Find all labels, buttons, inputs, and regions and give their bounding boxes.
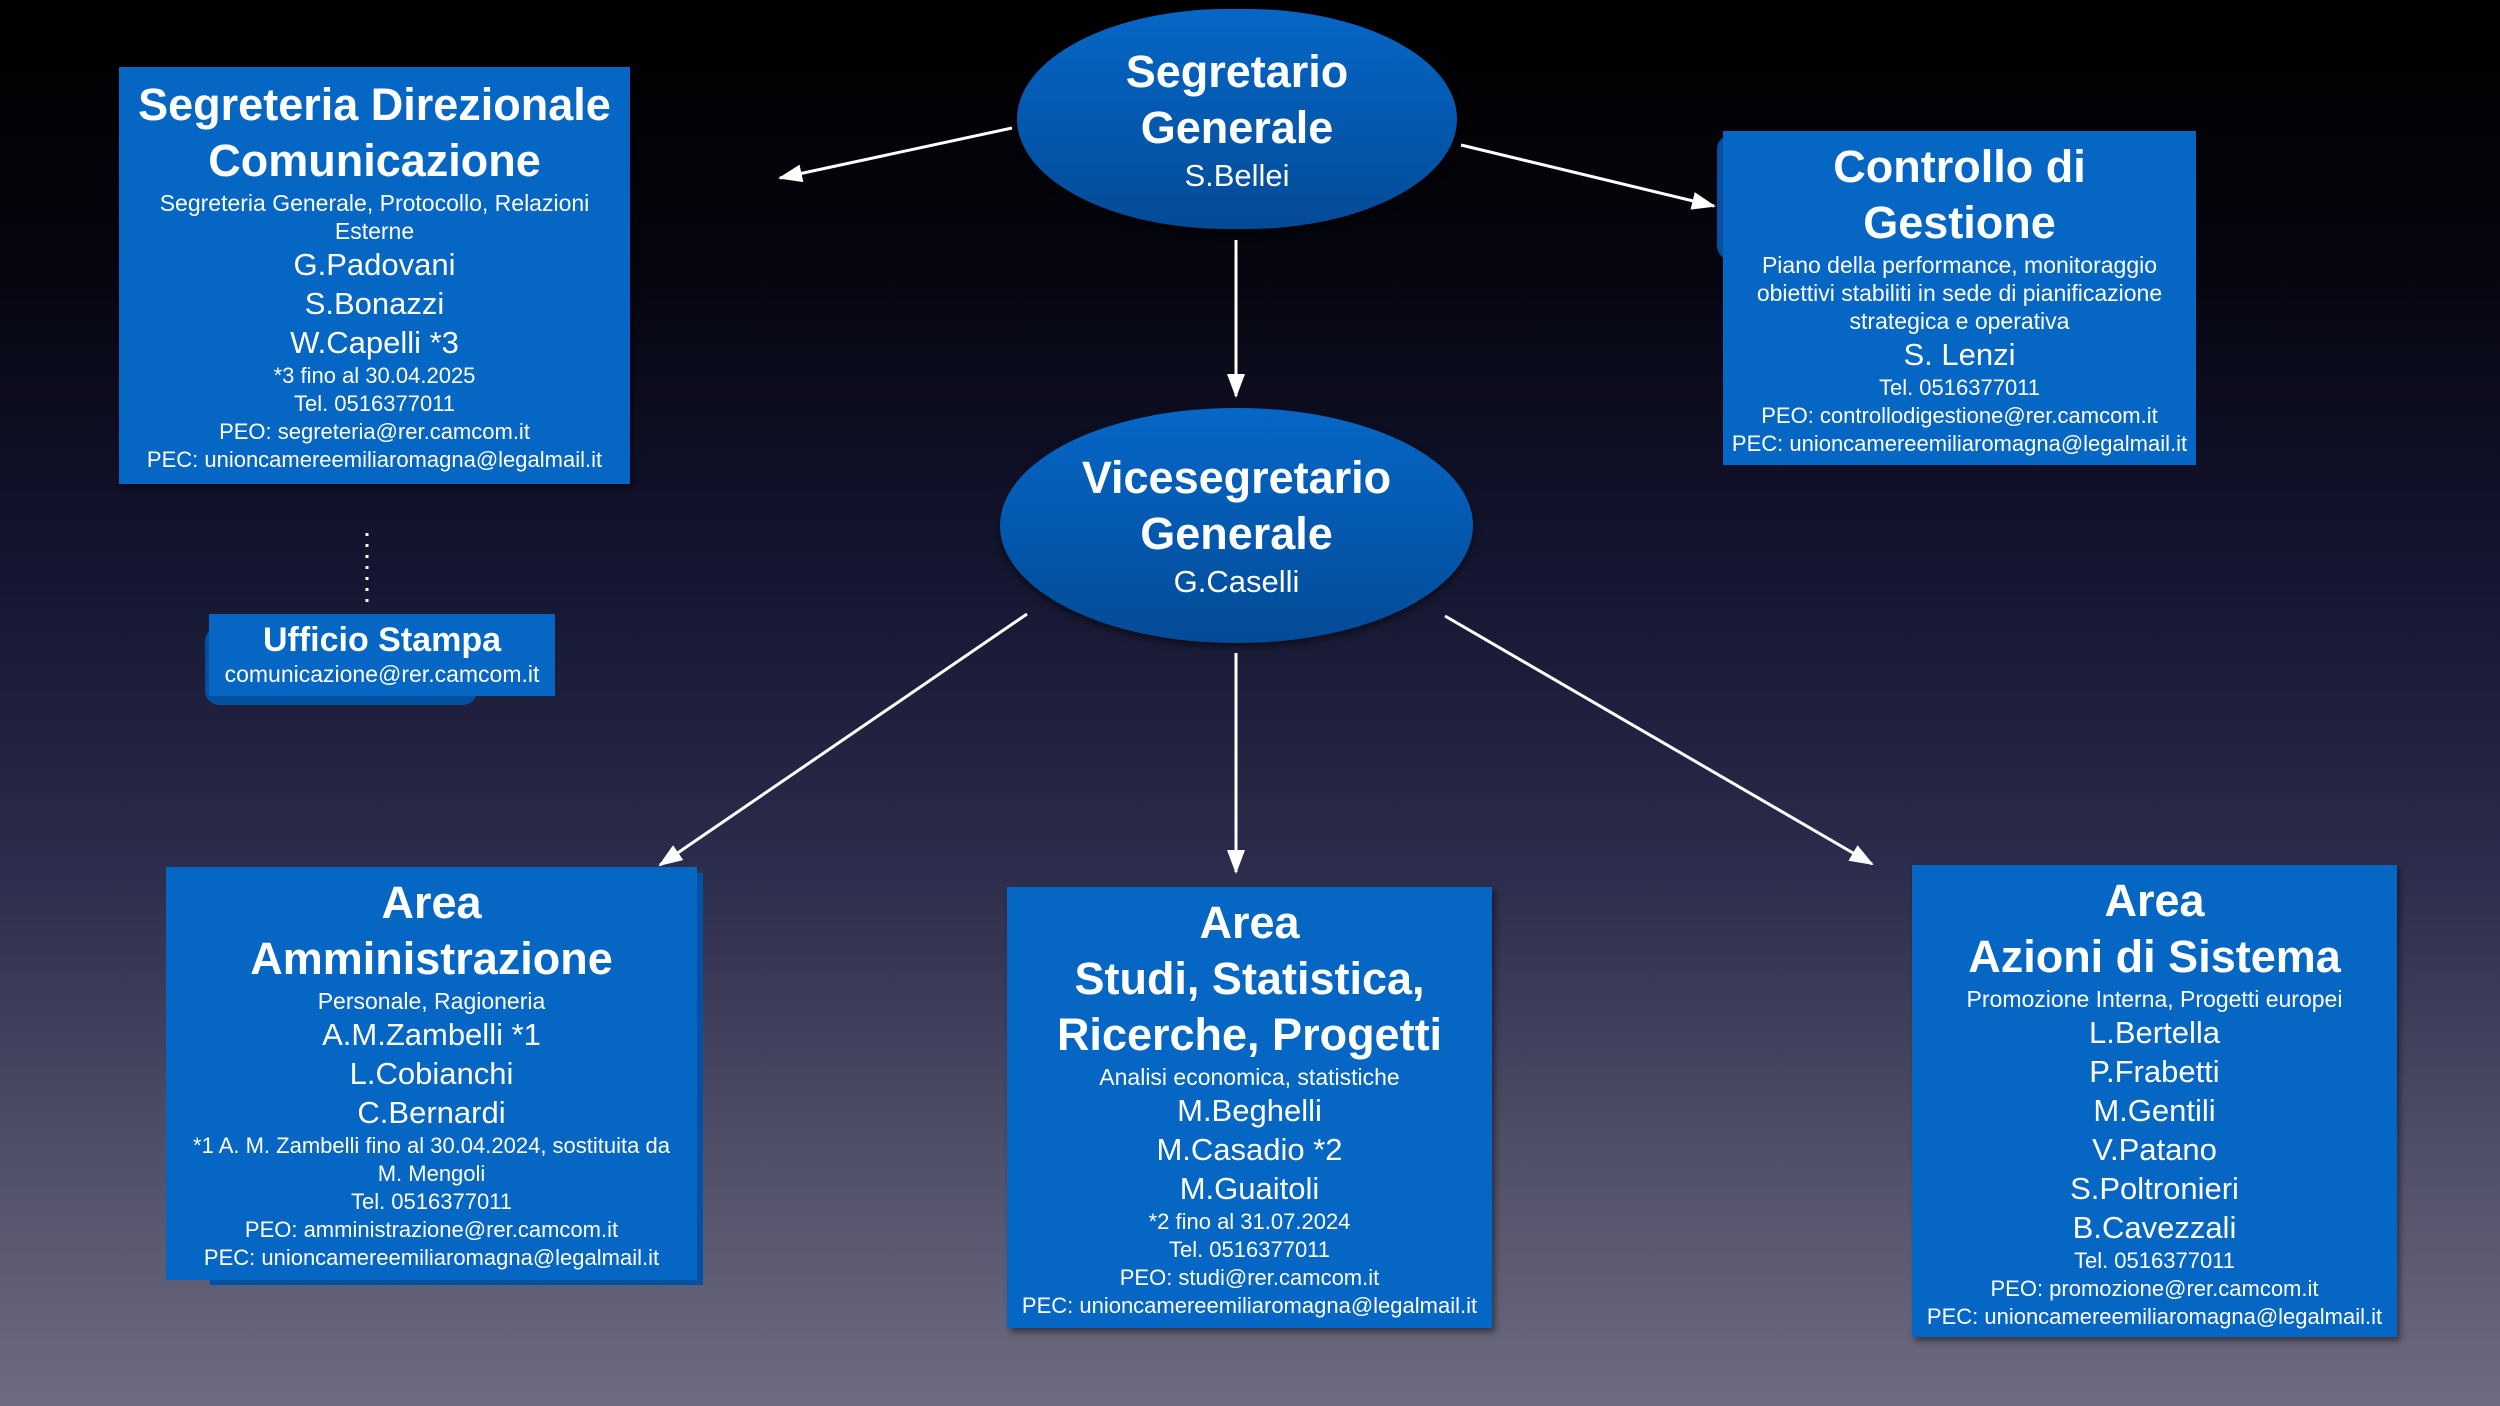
node-person: A.M.Zambelli *1 [322,1017,541,1052]
node-ufficio-stampa[interactable]: Ufficio Stampa comunicazione@rer.camcom.… [209,614,555,696]
node-person: G.Caselli [1173,564,1300,599]
node-peo-email[interactable]: PEO: controllodigestione@rer.camcom.it [1761,403,2158,428]
node-person: B.Cavezzali [2072,1210,2237,1245]
node-tel: Tel. 0516377011 [350,1189,513,1214]
node-email[interactable]: comunicazione@rer.camcom.it [224,661,540,687]
node-title-line: Vicesegretario [1081,452,1392,503]
node-person: M.Casadio *2 [1156,1132,1343,1167]
node-title: Ufficio Stampa [262,621,502,659]
node-person: W.Capelli *3 [290,325,459,360]
arrow-segretario-to-segreteria [778,126,1013,183]
node-description-line: Piano della performance, monitoraggio [1761,252,2158,278]
node-person: P.Frabetti [2089,1054,2220,1089]
node-pec-email[interactable]: PEC: unioncamereemiliaromagna@legalmail.… [1926,1304,2383,1329]
node-title-line: Azioni di Sistema [1968,931,2341,982]
node-pec-email[interactable]: PEC: unioncamereemiliaromagna@legalmail.… [1731,431,2188,456]
node-title-line: Studi, Statistica, [1074,953,1425,1004]
node-person: L.Bertella [2089,1015,2220,1050]
node-controllo-di-gestione[interactable]: Controllo di Gestione Piano della perfor… [1723,131,2196,465]
node-person: S. Lenzi [1903,337,2016,372]
node-title-line: Generale [1140,508,1333,559]
node-description-line: Segreteria Generale, Protocollo, Relazio… [159,190,590,216]
node-tel: Tel. 0516377011 [1168,1237,1331,1262]
node-description-line: Analisi economica, statistiche [1099,1064,1400,1090]
node-note: *2 fino al 31.07.2024 [1148,1209,1351,1234]
node-segretario-generale[interactable]: Segretario Generale S.Bellei [1017,9,1457,229]
node-area-azioni-di-sistema[interactable]: Area Azioni di Sistema Promozione Intern… [1912,865,2397,1337]
node-note: *1 A. M. Zambelli fino al 30.04.2024, so… [193,1133,670,1158]
node-title-line: Controllo di [1833,141,2086,192]
arrow-vicesegretario-to-amministrazione [658,612,1028,867]
node-person: L.Cobianchi [349,1056,514,1091]
node-person: V.Patano [2092,1132,2217,1167]
node-description-line: Personale, Ragioneria [317,988,546,1014]
node-area-studi[interactable]: Area Studi, Statistica, Ricerche, Proget… [1007,887,1492,1328]
node-title-line: Gestione [1863,197,2056,248]
node-person: M.Guaitoli [1179,1171,1320,1206]
node-peo-email[interactable]: PEO: promozione@rer.camcom.it [1990,1276,2319,1301]
node-tel: Tel. 0516377011 [2073,1248,2236,1273]
node-description-line: Esterne [334,218,415,244]
node-note: M. Mengoli [377,1161,486,1186]
node-area-amministrazione[interactable]: Area Amministrazione Personale, Ragioner… [166,867,697,1280]
node-person: G.Padovani [293,247,456,282]
node-tel: Tel. 0516377011 [293,391,456,416]
node-title-line: Amministrazione [250,933,613,984]
node-pec-email[interactable]: PEC: unioncamereemiliaromagna@legalmail.… [1021,1293,1478,1318]
node-description-line: strategica e operativa [1849,308,2070,334]
node-title-line: Generale [1140,101,1334,153]
node-person: C.Bernardi [357,1095,506,1130]
node-peo-email[interactable]: PEO: segreteria@rer.camcom.it [219,419,530,444]
node-title-line: Comunicazione [208,135,541,186]
node-title-line: Segreteria Direzionale [138,79,611,130]
node-tel: Tel. 0516377011 [1878,375,2041,400]
node-person: S.Poltronieri [2070,1171,2239,1206]
node-vicesegretario-generale[interactable]: Vicesegretario Generale G.Caselli [1000,408,1473,643]
node-person: M.Beghelli [1177,1093,1322,1128]
node-title-line: Area [1199,897,1300,948]
node-peo-email[interactable]: PEO: studi@rer.camcom.it [1119,1265,1380,1290]
node-title-line: Segretario [1125,45,1349,97]
node-peo-email[interactable]: PEO: amministrazione@rer.camcom.it [244,1217,619,1242]
node-title-line: Area [381,877,482,928]
node-title-line: Area [2104,875,2205,926]
node-segreteria-direzionale[interactable]: Segreteria Direzionale Comunicazione Seg… [119,67,630,484]
node-person: S.Bonazzi [304,286,445,321]
node-pec-email[interactable]: PEC: unioncamereemiliaromagna@legalmail.… [203,1245,660,1270]
node-description-line: Promozione Interna, Progetti europei [1966,986,2343,1012]
node-description-line: obiettivi stabiliti in sede di pianifica… [1756,280,2163,306]
arrow-vicesegretario-to-azioni [1444,614,1874,866]
arrow-segretario-to-controllo [1460,143,1716,210]
node-note: *3 fino al 30.04.2025 [273,363,476,388]
node-person: M.Gentili [2093,1093,2216,1128]
node-person: S.Bellei [1184,157,1290,193]
node-pec-email[interactable]: PEC: unioncamereemiliaromagna@legalmail.… [146,447,603,472]
node-title-line: Ricerche, Progetti [1056,1009,1443,1060]
